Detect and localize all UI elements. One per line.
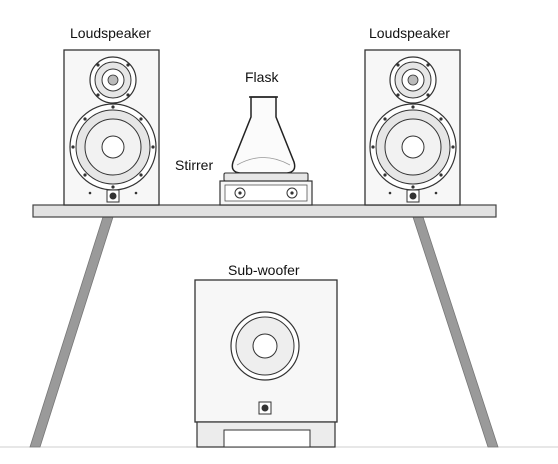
table-leg-right [412, 216, 499, 448]
stirrer [219, 172, 313, 206]
left-loudspeaker [63, 49, 160, 206]
right-loudspeaker-label: Loudspeaker [369, 25, 450, 41]
stirrer-label: Stirrer [175, 157, 214, 173]
subwoofer-label: Sub-woofer [228, 262, 300, 278]
subwoofer [194, 279, 338, 448]
table-leg-left [29, 216, 114, 448]
table-top [32, 204, 497, 218]
flask [231, 96, 296, 174]
flask-label: Flask [245, 69, 279, 85]
left-loudspeaker-label: Loudspeaker [70, 25, 151, 41]
right-loudspeaker [364, 49, 461, 206]
